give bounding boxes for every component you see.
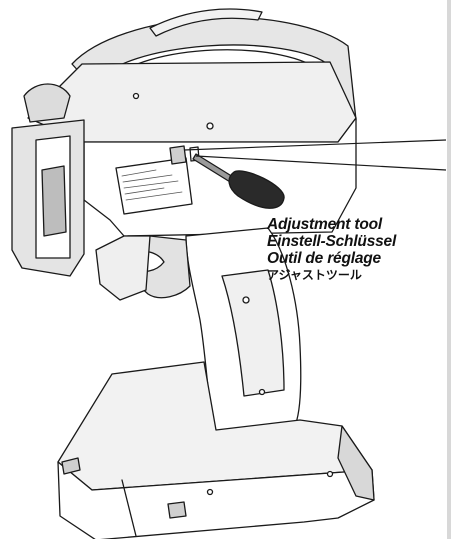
grip-screw-2 [258, 388, 266, 396]
base-foot-left [61, 457, 81, 475]
page-edge-shadow [447, 0, 451, 539]
side-screw-2 [132, 92, 140, 100]
front-panel [95, 235, 151, 301]
grip-panel [221, 269, 285, 397]
callout-label-en: Adjustment tool [267, 216, 382, 233]
adjustment-tool-callout: Adjustment tool Einstell-Schlüssel Outil… [267, 216, 449, 283]
grip-screw [242, 296, 250, 304]
base-screw-2 [326, 470, 334, 478]
base-front [57, 461, 375, 539]
steering-wheel [41, 165, 67, 237]
callout-label-fr: Outil de réglage [267, 250, 381, 267]
handle-tube [149, 8, 263, 37]
base-split-line [121, 479, 137, 537]
base-side [337, 425, 375, 501]
callout-label-de: Einstell-Schlüssel [267, 233, 397, 250]
trim-knob [169, 145, 187, 165]
leader-line-bottom [195, 155, 447, 171]
base-screw [206, 488, 214, 496]
callout-label-jp: アジャストツール [267, 268, 362, 282]
tool-handle [228, 170, 285, 209]
leader-line-top [183, 139, 447, 151]
side-screw [206, 122, 214, 130]
base-foot-right [167, 501, 187, 519]
label-panel [115, 157, 193, 215]
wheel-clip [23, 83, 71, 123]
